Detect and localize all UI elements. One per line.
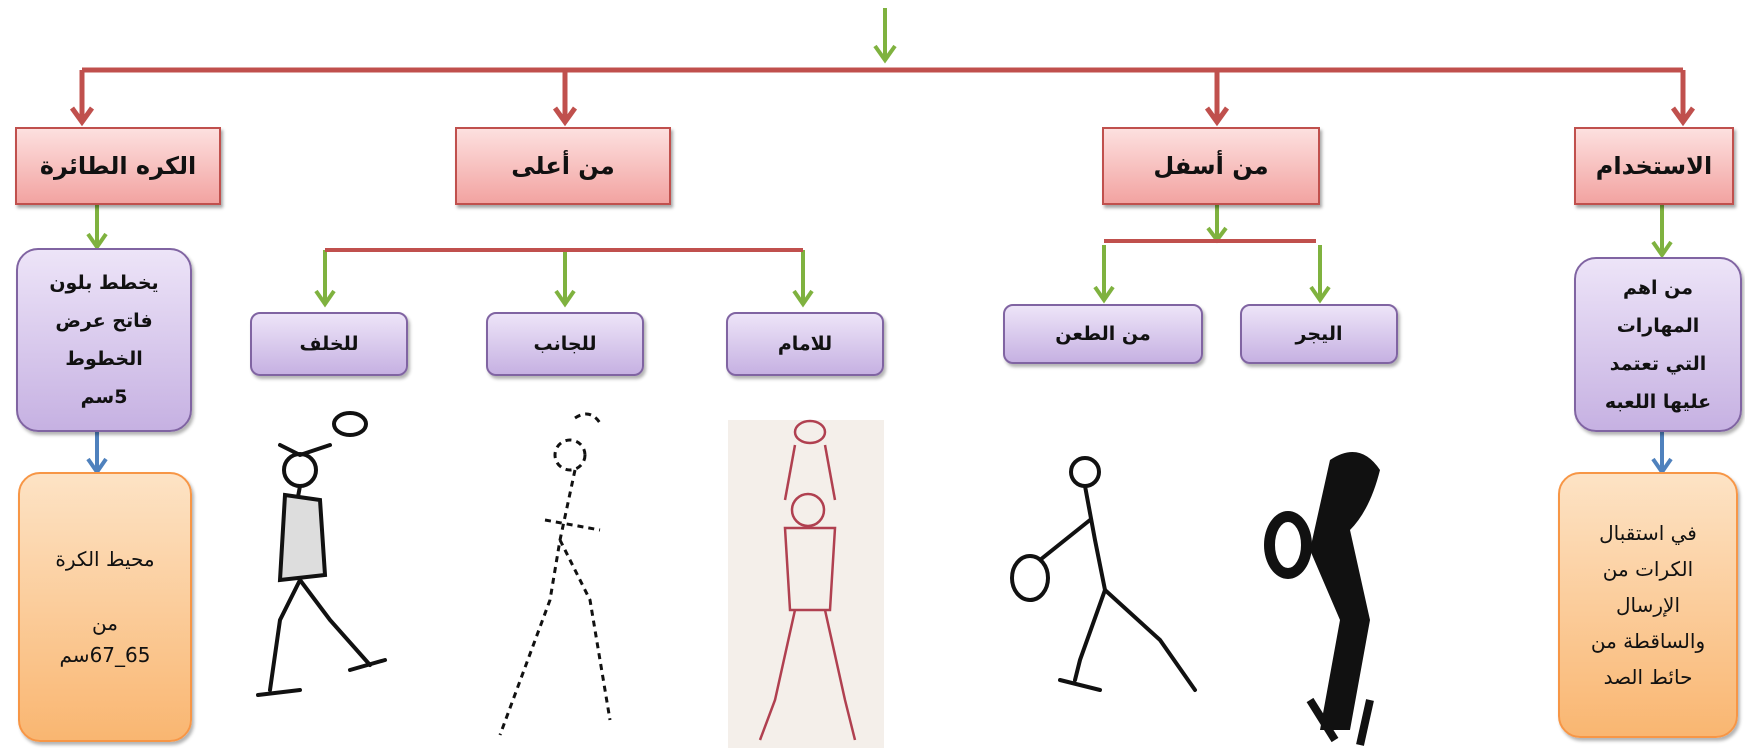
- node-from-above: من أعلى: [455, 127, 671, 205]
- player-dig-image: [1010, 456, 1197, 692]
- node-from-below: من أسفل: [1102, 127, 1320, 205]
- player-side-image: [498, 412, 612, 736]
- node-usage: الاستخدام: [1574, 127, 1734, 205]
- node-usage-detail: في استقبال الكرات من الإرسال والساقطة من…: [1558, 472, 1738, 738]
- node-ball-lines: يخطط بلون فاتح عرض الخطوط 5سم: [16, 248, 192, 432]
- player-front-image: [728, 419, 884, 748]
- node-usage-desc: من اهم المهارات التي تعتمد عليها اللعبه: [1574, 257, 1742, 432]
- node-above-front: للامام: [726, 312, 884, 376]
- player-back-image: [256, 411, 387, 697]
- node-below-sides: اليجر: [1240, 304, 1398, 364]
- node-below-dig: من الطعن: [1003, 304, 1203, 364]
- node-above-back: للخلف: [250, 312, 408, 376]
- top-arrow: [873, 8, 897, 64]
- sub-arrows: [86, 205, 1673, 308]
- player-bump-image: [1264, 452, 1380, 746]
- node-above-side: للجانب: [486, 312, 644, 376]
- node-ball-circumference: محيط الكرة من 65_67سم: [18, 472, 192, 742]
- node-volleyball: الكره الطائرة: [15, 127, 221, 205]
- main-branch: [69, 67, 1696, 127]
- sub-branches: [325, 239, 1316, 252]
